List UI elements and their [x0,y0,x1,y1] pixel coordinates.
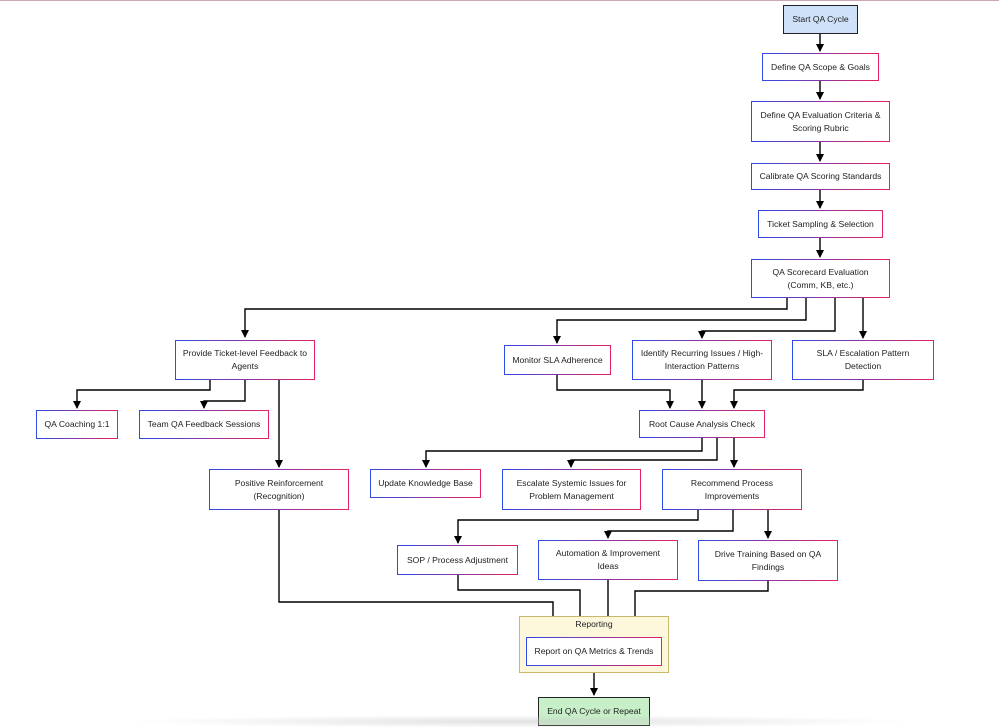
edge-feedback-team [200,380,246,409]
edge-scorecard-recurring [698,298,836,339]
bottom-shadow [120,715,920,728]
node-calibrate[interactable]: Calibrate QA Scoring Standards [751,163,890,190]
node-start-qa-cycle[interactable]: Start QA Cycle [783,5,858,34]
node-sop-adjustment[interactable]: SOP / Process Adjustment [397,545,518,575]
edge-recommend-automation [604,510,734,539]
node-team-sessions[interactable]: Team QA Feedback Sessions [139,410,269,439]
edge-scorecard-feedback [241,298,788,338]
node-recurring-issues[interactable]: Identify Recurring Issues / High-Interac… [632,340,772,380]
edge-root-update-kb [422,438,703,468]
edge-sla-escalation-root [730,380,864,409]
edge-sop-report [457,575,584,636]
node-scorecard-evaluation[interactable]: QA Scorecard Evaluation (Comm, KB, etc.) [751,259,890,298]
edge-recommend-sop [454,510,699,544]
node-ticket-sampling[interactable]: Ticket Sampling & Selection [758,210,883,238]
node-ticket-feedback[interactable]: Provide Ticket-level Feedback to Agents [175,340,315,380]
node-positive-reinforcement[interactable]: Positive Reinforcement (Recognition) [209,469,349,510]
top-border [0,0,999,1]
node-report-metrics[interactable]: Report on QA Metrics & Trends [526,637,662,666]
edge-scorecard-sla-monitor [553,298,807,344]
node-define-criteria[interactable]: Define QA Evaluation Criteria & Scoring … [751,101,890,142]
node-escalate-systemic[interactable]: Escalate Systemic Issues for Problem Man… [502,469,641,510]
edge-root-escalate [567,438,718,468]
node-sla-escalation[interactable]: SLA / Escalation Pattern Detection [792,340,934,380]
node-qa-coaching[interactable]: QA Coaching 1:1 [36,410,118,439]
node-monitor-sla[interactable]: Monitor SLA Adherence [504,345,611,375]
node-recommend-improvements[interactable]: Recommend Process Improvements [662,469,802,510]
node-drive-training[interactable]: Drive Training Based on QA Findings [698,540,838,581]
node-root-cause[interactable]: Root Cause Analysis Check [639,410,765,438]
edge-sla-monitor-root [556,375,674,409]
edge-feedback-coaching [73,380,211,409]
node-automation-ideas[interactable]: Automation & Improvement Ideas [538,540,678,580]
edge-training-report [631,580,769,636]
node-define-scope[interactable]: Define QA Scope & Goals [762,53,879,81]
reporting-group-label: Reporting [575,619,613,629]
node-update-kb[interactable]: Update Knowledge Base [370,469,481,498]
